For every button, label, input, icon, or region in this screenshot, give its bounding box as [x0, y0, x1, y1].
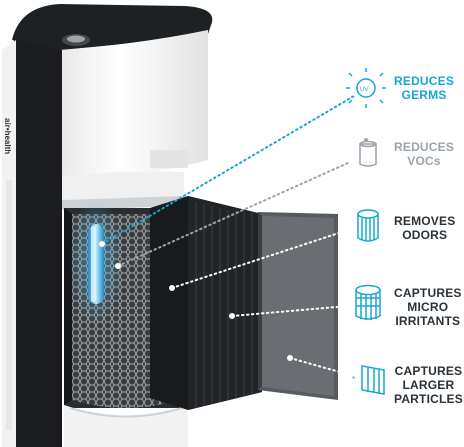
callout-dot-particles [287, 355, 293, 361]
callout-dot-irritants [229, 313, 235, 319]
uv-lamp [70, 196, 122, 328]
callout-dots [99, 241, 293, 361]
hepa-filter-icon [355, 284, 381, 320]
voc-cylinder-icon [359, 138, 377, 167]
pre-filter-panel [258, 212, 338, 400]
callout-line-germs [101, 95, 355, 245]
brand-logo: air•health [3, 118, 12, 154]
callout-lines [101, 95, 355, 377]
carbon-filter-icon [357, 209, 379, 242]
callout-dot-vocs [115, 263, 121, 269]
callout-dot-germs [99, 241, 105, 247]
uv-sun-icon [346, 68, 386, 108]
callout-line-vocs [117, 162, 349, 267]
callout-line-irritants [231, 305, 349, 317]
pre-filter-icon: * [352, 365, 385, 395]
callout-dot-odors [169, 285, 175, 291]
pleated-filter [150, 196, 262, 410]
callout-line-particles [289, 357, 355, 377]
svg-text:*: * [352, 375, 355, 384]
callout-line-odors [171, 229, 349, 289]
uv-icon-label: UV [360, 87, 368, 93]
